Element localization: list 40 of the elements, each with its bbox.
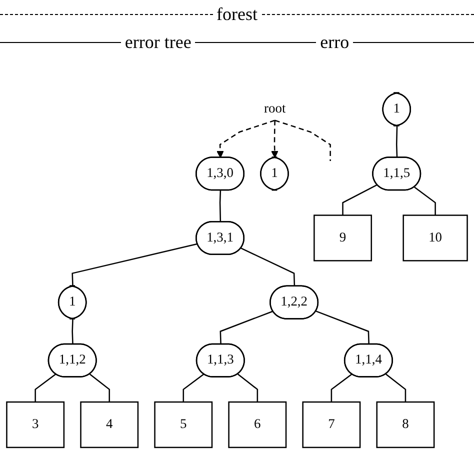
connector-line xyxy=(72,243,198,286)
connector-line xyxy=(219,190,222,222)
connector-line xyxy=(220,310,274,344)
square-node: 9 xyxy=(314,214,372,262)
arrow xyxy=(270,120,278,158)
connector-line xyxy=(237,374,258,402)
connector-line xyxy=(34,374,56,402)
connector-line xyxy=(182,374,204,402)
dimension-label: erro xyxy=(319,32,350,53)
ellipse-node: 1,1,2 xyxy=(48,343,97,378)
connector-line xyxy=(342,184,378,216)
ellipse-node: 1,1,4 xyxy=(344,343,393,378)
ellipse-node: 1,1,5 xyxy=(372,156,422,191)
connector-line xyxy=(396,126,398,158)
ellipse-node: 1,2,2 xyxy=(270,285,319,320)
connector-line xyxy=(330,374,352,402)
square-node: 7 xyxy=(302,401,361,448)
dimension-label: error tree xyxy=(124,32,192,53)
ellipse-node: 1 xyxy=(382,92,411,126)
arrow xyxy=(216,120,276,158)
square-node: 5 xyxy=(154,401,213,448)
ellipse-node: 1,3,1 xyxy=(196,220,245,255)
node-label: root xyxy=(264,102,286,116)
ellipse-node: 1,3,0 xyxy=(196,156,245,191)
dimension-label: forest xyxy=(216,4,258,25)
connector-line xyxy=(414,186,436,216)
connector-line xyxy=(386,374,406,402)
connector-line xyxy=(89,374,110,402)
square-node: 8 xyxy=(376,401,435,448)
connector-line xyxy=(274,120,331,161)
ellipse-node: 1 xyxy=(260,156,289,191)
ellipse-node: 1 xyxy=(58,285,87,320)
square-node: 4 xyxy=(80,401,139,448)
connector-line xyxy=(316,310,370,344)
square-node: 10 xyxy=(402,214,468,262)
square-node: 3 xyxy=(6,401,65,448)
ellipse-node: 1,1,3 xyxy=(196,343,245,378)
square-node: 6 xyxy=(228,401,287,448)
connector-line xyxy=(72,319,74,344)
connector-line xyxy=(240,248,296,286)
